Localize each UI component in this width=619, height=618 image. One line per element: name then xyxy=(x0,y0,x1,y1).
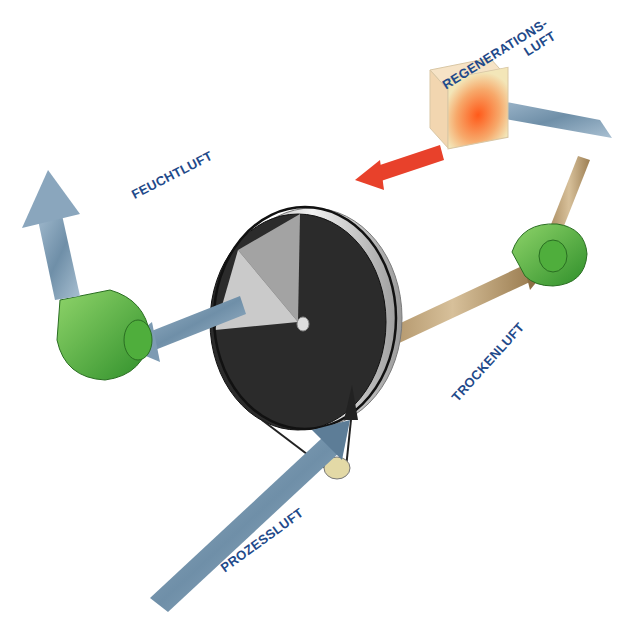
regeneration-air-band xyxy=(496,100,612,138)
drive-belt-band xyxy=(214,207,396,429)
hot-air-stream xyxy=(374,145,444,182)
fan-inlet xyxy=(539,240,567,272)
air-stream-label: TROCKENLUFT xyxy=(449,320,528,405)
wet-air-fan xyxy=(57,290,152,380)
wet-air-exhaust xyxy=(38,215,80,300)
rotation-arrow xyxy=(344,385,358,420)
process-air-arrowhead xyxy=(312,420,350,460)
wet-air-exhaust-arrowhead xyxy=(22,170,80,228)
dry-air-fan xyxy=(512,224,587,286)
wet-air-stream xyxy=(144,296,246,352)
hot-air-arrowhead xyxy=(355,160,384,190)
desiccant-wheel xyxy=(210,207,402,430)
process-air-stream xyxy=(150,438,340,612)
wheel-hub xyxy=(297,317,309,331)
air-stream-label: FEUCHTLUFT xyxy=(129,148,215,202)
fan-inlet xyxy=(124,320,152,360)
fan-housing xyxy=(512,224,587,286)
